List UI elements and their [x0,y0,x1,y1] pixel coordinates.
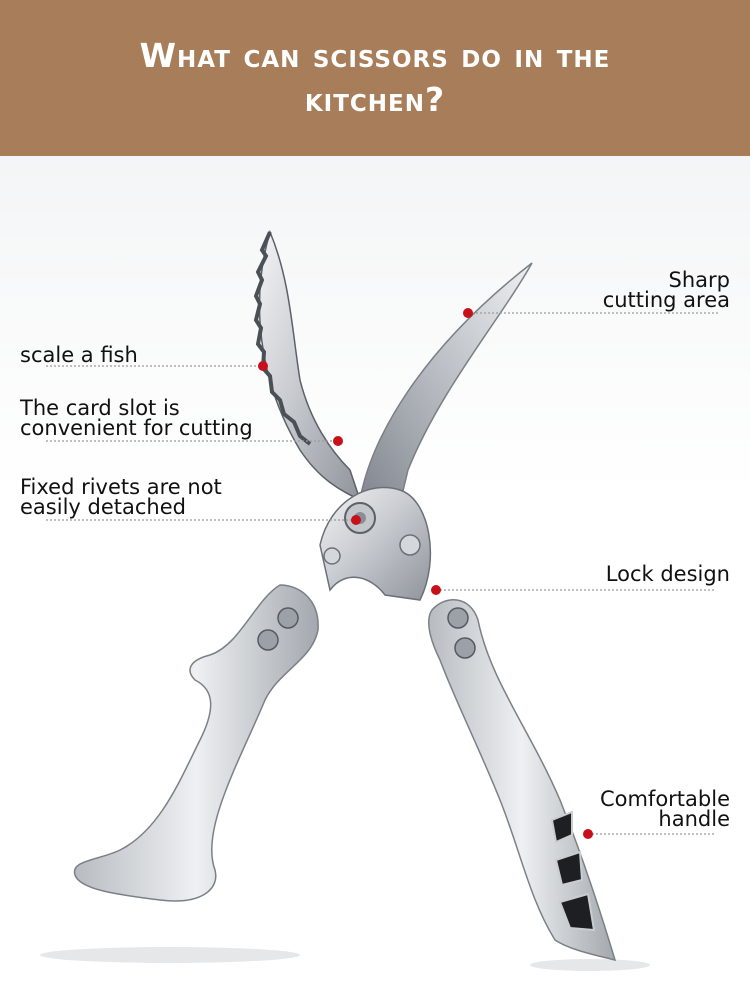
callout-line: Comfortable [599,787,730,811]
callout-line: Lock design [605,562,730,586]
straight-blade [359,262,533,522]
grip-hole-2 [554,850,584,887]
handle-rivet-right-1 [447,607,469,629]
marker-comfortable-handle [583,829,593,839]
callout-comfortable-handle: Comfortable handle [599,787,730,831]
stop-pin [323,547,341,565]
shadow-left [40,947,300,963]
callout-line: Fixed rivets are not [20,475,222,499]
callout-lock-design: Lock design [605,562,730,586]
marker-card-slot [333,436,343,446]
grip-hole-3 [558,892,596,932]
title-banner: What can scissors do in the kitchen? [0,0,750,156]
callout-line: The card slot is [20,396,180,420]
handle-rivet-left-1 [277,607,299,629]
marker-scale-a-fish [258,361,268,371]
handle-rivet-left-2 [257,629,279,651]
callout-card-slot: The card slot is convenient for cutting [20,396,253,440]
callout-line: cutting area [602,288,730,312]
page-title: What can scissors do in the kitchen? [139,36,611,119]
marker-fixed-rivets [351,515,361,525]
lock-knob [399,534,421,556]
callout-line: scale a fish [20,343,138,367]
marker-sharp-cutting-area [463,308,473,318]
callout-line: Sharp [668,268,730,292]
callout-line: handle [658,807,730,831]
marker-lock-design [431,585,441,595]
serrated-blade [258,229,362,502]
handle-rivet-right-2 [454,637,476,659]
left-handle [73,584,319,902]
callout-sharp-cutting-area: Sharp cutting area [602,268,730,312]
callout-fixed-rivets: Fixed rivets are not easily detached [20,475,222,519]
serrated-edge [253,231,312,446]
shadow-right [530,959,650,971]
callout-line: easily detached [20,495,186,519]
callout-scale-a-fish: scale a fish [20,343,138,367]
callout-line: convenient for cutting [20,416,253,440]
grip-hole-1 [550,810,573,844]
